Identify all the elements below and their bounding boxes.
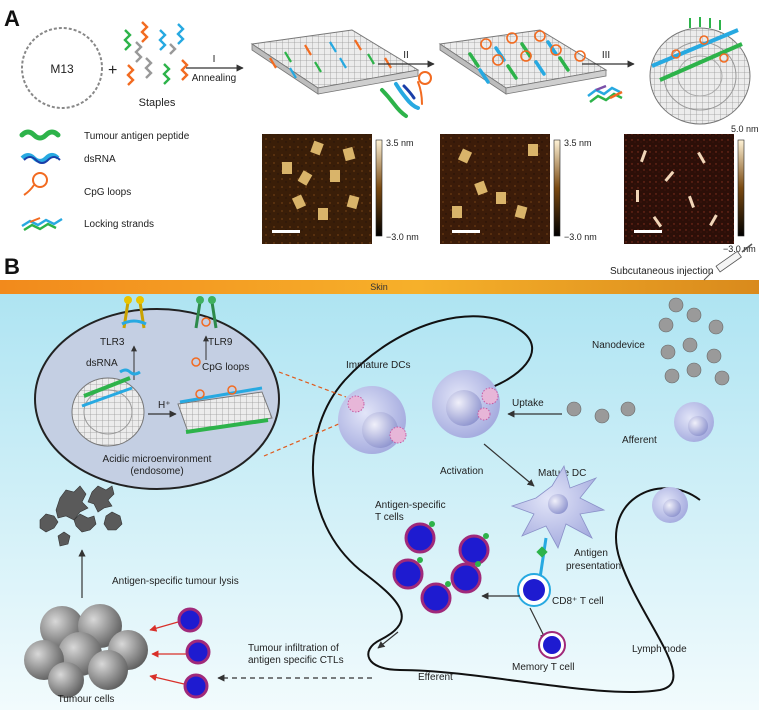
cd8-t-cell xyxy=(517,573,551,607)
origami-tube xyxy=(649,17,751,125)
m13-label: M13 xyxy=(50,62,74,76)
infiltration-label-1: Tumour infiltration of xyxy=(248,643,339,654)
antigen-presentation-label-2: presentation xyxy=(566,561,621,572)
zoom-connector-bottom xyxy=(263,419,349,457)
cpg-loops-label: CpG loops xyxy=(202,362,249,373)
nanodevices xyxy=(566,297,730,424)
legend: Tumour antigen peptide dsRNA CpG loops L… xyxy=(19,129,190,232)
afm-image-2 xyxy=(440,134,550,244)
lymph-node-outline xyxy=(312,315,701,693)
tumour-cells xyxy=(24,604,148,698)
nanodevice-label: Nanodevice xyxy=(592,340,645,351)
annealing-label: Annealing xyxy=(192,73,236,84)
zoom-connector-top xyxy=(278,371,347,398)
endosome-tube xyxy=(71,376,145,447)
tlr9-receptor xyxy=(194,296,218,329)
step-1-label: I xyxy=(213,54,216,65)
subcutaneous-injection-label: Subcutaneous injection xyxy=(610,266,713,277)
skin-band xyxy=(0,280,759,294)
afm-2-max: 3.5 nm xyxy=(564,138,592,148)
m13-scaffold: M13 xyxy=(21,27,103,109)
plus-sign: + xyxy=(108,62,117,79)
legend-antigen-label: Tumour antigen peptide xyxy=(84,131,190,142)
legend-antigen: Tumour antigen peptide xyxy=(19,129,190,142)
legend-locking-label: Locking strands xyxy=(84,219,154,230)
legend-locking: Locking strands xyxy=(21,217,154,232)
tumour-cells-label: Tumour cells xyxy=(58,694,115,705)
tumour-ctls xyxy=(149,607,211,699)
activation-label: Activation xyxy=(440,466,483,477)
origami-sheet-1 xyxy=(250,29,420,95)
lymph-node-label: Lymph node xyxy=(632,644,687,655)
immature-dc-2 xyxy=(432,370,500,438)
afm-2-min: −3.0 nm xyxy=(564,232,597,242)
opened-tube xyxy=(177,385,273,434)
antigen-specific-t-label-2: T cells xyxy=(375,512,404,523)
staples-label: Staples xyxy=(139,97,176,109)
legend-cpg: CpG loops xyxy=(23,172,131,198)
tlr3-receptor xyxy=(121,296,147,329)
staples-icon xyxy=(123,21,189,86)
antigen-specific-t-label-1: Antigen-specific xyxy=(375,500,446,511)
ligands-icon xyxy=(380,71,432,118)
panel-a-label: A xyxy=(4,6,20,31)
afm-3-min: −3.0 nm xyxy=(723,244,756,254)
afm-image-1 xyxy=(262,134,372,244)
legend-cpg-label: CpG loops xyxy=(84,187,131,198)
uptake-label: Uptake xyxy=(512,398,544,409)
locking-strand-icon xyxy=(587,84,623,103)
tlr9-label: TLR9 xyxy=(208,337,233,348)
afm-colorbar-1: 3.5 nm −3.0 nm xyxy=(375,138,419,242)
afm-colorbar-3: 5.0 nm −3.0 nm xyxy=(723,124,759,254)
lysed-tumour-fragments xyxy=(39,485,123,547)
tumour-lysis-label: Antigen-specific tumour lysis xyxy=(112,576,239,587)
memory-t-cell xyxy=(538,631,566,659)
infiltration-arrow xyxy=(377,631,399,649)
activation-arrow xyxy=(483,443,535,487)
acidic-label-1: Acidic microenvironment xyxy=(103,454,212,465)
efferent-label: Efferent xyxy=(418,672,453,683)
afferent-label: Afferent xyxy=(622,435,657,446)
afm-3-max: 5.0 nm xyxy=(731,124,759,134)
memory-t-cell-label: Memory T cell xyxy=(512,662,574,673)
mature-dc xyxy=(510,464,606,549)
antigen-presentation-complex xyxy=(536,537,548,579)
endosome: TLR3 TLR9 dsRNA CpG loops H⁺ Acidic xyxy=(34,296,280,490)
h-plus-label: H⁺ xyxy=(158,400,171,411)
immature-dc-1 xyxy=(338,386,407,454)
infiltration-label-2: antigen specific CTLs xyxy=(248,655,344,666)
origami-sheet-2 xyxy=(438,29,608,95)
antigen-presentation-label-1: Antigen xyxy=(574,548,608,559)
dsrna-label: dsRNA xyxy=(86,358,118,369)
skin-label: Skin xyxy=(370,282,388,292)
afm-image-3 xyxy=(624,134,734,244)
legend-dsrna-label: dsRNA xyxy=(84,154,116,165)
afferent-cells xyxy=(652,402,714,523)
tlr3-label: TLR3 xyxy=(100,337,125,348)
acidic-label-2: (endosome) xyxy=(130,466,183,477)
legend-dsrna: dsRNA xyxy=(20,153,116,165)
panel-b-label: B xyxy=(4,254,20,279)
afm-1-min: −3.0 nm xyxy=(386,232,419,242)
step-3-label: III xyxy=(602,50,610,61)
cd8-t-cell-label: CD8⁺ T cell xyxy=(552,596,604,607)
immature-dcs-label: Immature DCs xyxy=(346,360,410,371)
antigen-specific-t-cells xyxy=(392,521,490,614)
afm-1-max: 3.5 nm xyxy=(386,138,414,148)
afm-colorbar-2: 3.5 nm −3.0 nm xyxy=(553,138,597,242)
syringe-icon xyxy=(703,243,753,281)
step-2-label: II xyxy=(403,50,409,61)
